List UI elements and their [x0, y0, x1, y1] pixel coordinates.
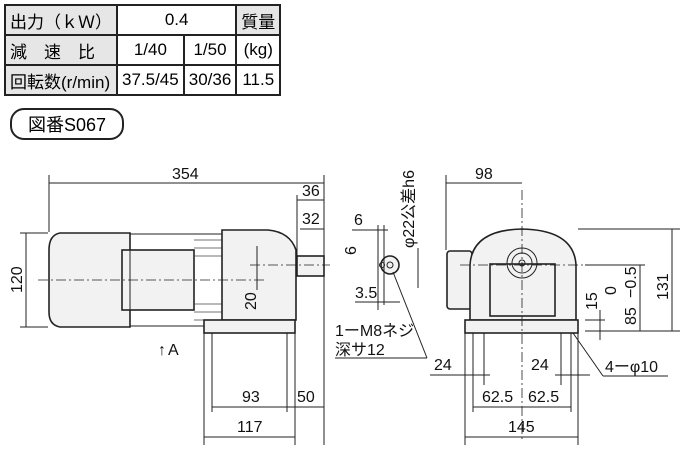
dim-93: 93 — [242, 389, 260, 406]
ratio-2: 1/50 — [182, 34, 238, 66]
speed-1: 37.5/45 — [116, 64, 185, 96]
dim-32: 32 — [302, 211, 320, 228]
mass-label: 質量 — [235, 4, 282, 36]
ratio-1: 1/40 — [116, 34, 185, 66]
front-view: 98 131 85 0 −0.5 15 24 24 62.5 62.5 145 … — [430, 166, 680, 445]
dim-36: 36 — [302, 183, 320, 200]
dim-key-height-6: 6 — [343, 246, 360, 255]
shaft-diameter: φ22公差h6 — [400, 170, 418, 248]
gear-housing — [221, 229, 297, 321]
dim-354: 354 — [172, 166, 199, 183]
dim-key-6: 6 — [354, 212, 363, 229]
figure-number: 図番S067 — [10, 108, 125, 140]
dim-145: 145 — [508, 419, 535, 436]
view-a-arrow: ↑ — [158, 342, 166, 359]
mounting-holes: 4ーφ10 — [605, 359, 658, 376]
dim-15: 15 — [584, 292, 601, 310]
fan-cover — [48, 232, 131, 328]
dim-62-5-right: 62.5 — [528, 389, 559, 406]
tolerance-lower: −0.5 — [623, 266, 640, 298]
mass-value: 11.5 — [235, 64, 282, 96]
dim-20: 20 — [243, 292, 260, 310]
mass-unit: (kg) — [235, 34, 282, 66]
dim-120: 120 — [9, 266, 26, 293]
tolerance-upper: 0 — [603, 286, 620, 295]
speed-2: 30/36 — [182, 64, 238, 96]
output-value: 0.4 — [115, 4, 238, 36]
speed-label: 回転数(r/min) — [4, 64, 118, 96]
dim-98: 98 — [475, 166, 493, 183]
output-label: 出力（ｋＷ） — [4, 4, 118, 36]
dim-24-right: 24 — [531, 357, 549, 374]
dim-24-left: 24 — [434, 357, 452, 374]
tap-depth: 深サ12 — [335, 341, 385, 359]
dim-62-5-left: 62.5 — [482, 389, 513, 406]
dim-117: 117 — [237, 419, 263, 436]
base-front — [464, 319, 579, 334]
motor-bump — [446, 250, 473, 310]
side-view: 354 120 36 32 20 ↑ A 93 50 117 — [9, 166, 330, 445]
base-foot — [203, 319, 296, 334]
view-a-label: A — [168, 342, 179, 359]
dim-3-5: 3.5 — [355, 285, 377, 302]
output-shaft — [296, 255, 325, 277]
dim-131: 131 — [655, 273, 672, 300]
shaft-end — [380, 255, 400, 275]
tap-size: 1ーM8ネジ — [335, 322, 414, 340]
ratio-label: 減 速 比 — [4, 34, 118, 66]
dim-50: 50 — [297, 389, 315, 406]
shaft-detail: 6 6 3.5 φ22公差h6 1ーM8ネジ 深サ12 — [335, 170, 428, 359]
dim-85: 85 — [623, 307, 640, 325]
